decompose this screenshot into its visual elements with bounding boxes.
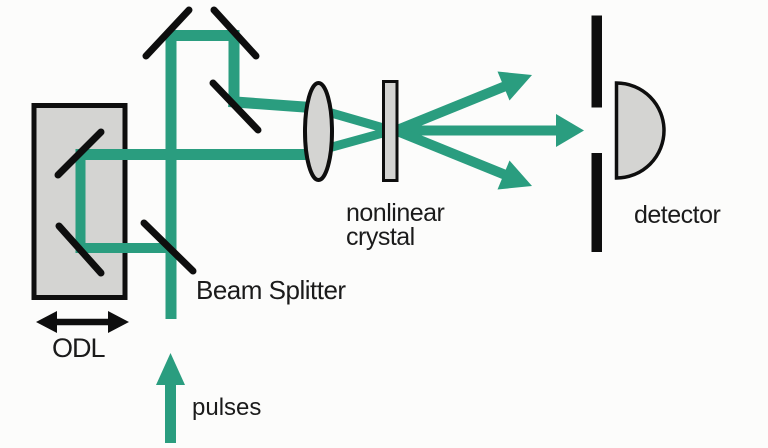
output-beam-up-shaft xyxy=(394,80,510,136)
nonlinear-crystal xyxy=(382,80,399,182)
mirror-top-right xyxy=(210,6,260,60)
odl-label: ODL xyxy=(52,333,106,363)
output-beam-middle-arrowhead xyxy=(556,114,584,147)
output-beam-down-arrowhead xyxy=(497,160,532,190)
aperture-bar-bottom xyxy=(591,153,602,252)
aperture-bar-top xyxy=(591,15,602,108)
odl-arrowhead-right xyxy=(108,311,129,333)
odl-arrowhead-left xyxy=(36,311,57,333)
odl-translation-arrow xyxy=(36,311,129,333)
beam-paths xyxy=(75,30,584,443)
mirror-top-left xyxy=(142,6,193,60)
beam-upper-to-lens xyxy=(228,96,319,114)
mirrors xyxy=(54,6,262,277)
beam-splitter-mirror xyxy=(140,219,197,275)
odl-box xyxy=(31,103,128,300)
odl-mirror-upper xyxy=(54,128,105,179)
focusing-lens xyxy=(303,81,334,182)
output-beam-down-shaft xyxy=(394,125,510,181)
output-beam-up-arrowhead xyxy=(497,71,532,101)
detector-label: detector xyxy=(634,201,721,229)
detector-shape xyxy=(614,81,666,180)
nonlinear-crystal-label: nonlinear crystal xyxy=(346,199,445,251)
beam-splitter-label: Beam Splitter xyxy=(196,275,346,305)
pulses-arrowhead xyxy=(156,353,185,385)
fold-mirror xyxy=(209,79,262,134)
odl-mirror-lower xyxy=(55,222,105,277)
pulses-label: pulses xyxy=(192,394,262,421)
